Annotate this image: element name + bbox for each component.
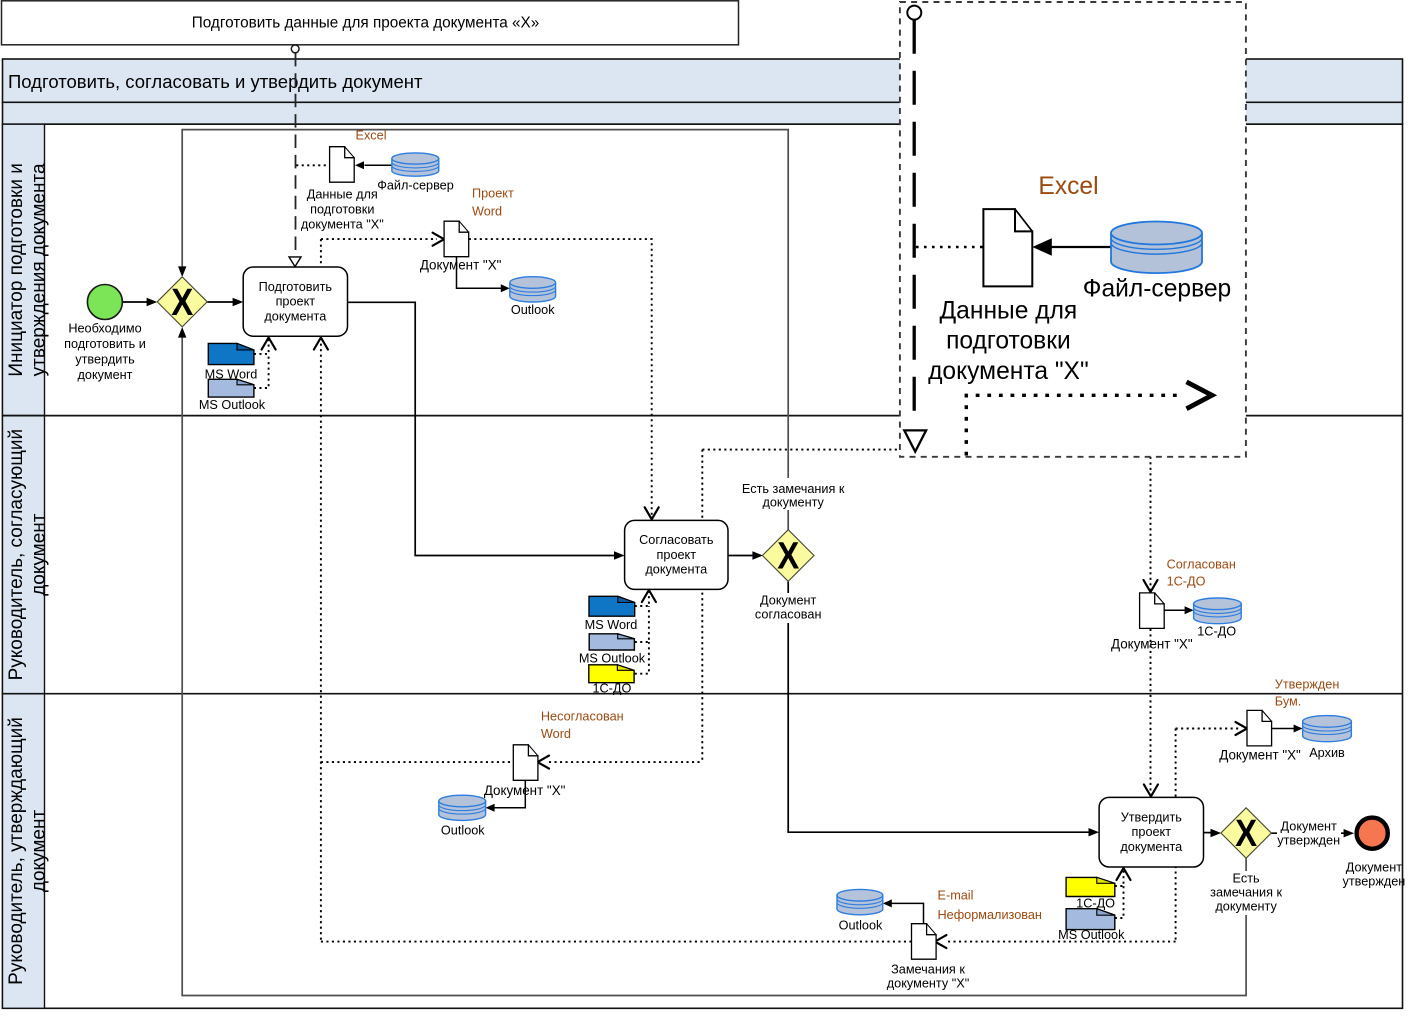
svg-text:утвердить: утвердить (75, 352, 135, 366)
svg-text:Подготовить данные для проекта: Подготовить данные для проекта документа… (192, 15, 540, 32)
svg-text:проект: проект (276, 295, 316, 309)
svg-text:документа: документа (1120, 840, 1183, 854)
svg-text:Несогласован: Несогласован (541, 710, 624, 724)
svg-text:документа "Х": документа "Х" (928, 358, 1089, 385)
svg-text:X: X (1235, 813, 1258, 855)
svg-text:документ: документ (29, 810, 50, 893)
svg-text:Файл-сервер: Файл-сервер (377, 178, 454, 192)
svg-text:Данные для: Данные для (940, 298, 1078, 325)
svg-text:Word: Word (472, 205, 502, 219)
svg-text:Проект: Проект (472, 187, 514, 201)
svg-text:X: X (171, 282, 194, 324)
svg-text:подготовки: подготовки (310, 203, 374, 217)
svg-text:утвержден: утвержден (1342, 875, 1405, 889)
svg-text:MS Word: MS Word (585, 618, 638, 632)
svg-text:1С-ДО: 1С-ДО (592, 682, 631, 696)
svg-text:Руководитель, согласующий: Руководитель, согласующий (6, 429, 27, 681)
svg-text:Outlook: Outlook (839, 919, 883, 933)
svg-text:Есть: Есть (1233, 871, 1260, 885)
svg-text:Документ: Документ (1281, 820, 1337, 834)
svg-text:Согласован: Согласован (1167, 558, 1236, 572)
svg-text:Данные для: Данные для (307, 188, 378, 202)
svg-text:1С-ДО: 1С-ДО (1167, 574, 1206, 588)
svg-text:подготовить и: подготовить и (64, 337, 146, 351)
svg-text:Excel: Excel (355, 128, 386, 142)
svg-text:Документ: Документ (760, 594, 816, 608)
svg-text:X: X (777, 536, 800, 578)
svg-text:Документ "Х": Документ "Х" (484, 783, 566, 798)
svg-text:Архив: Архив (1309, 746, 1345, 760)
svg-text:подготовки: подготовки (946, 328, 1071, 355)
svg-text:Утвержден: Утвержден (1275, 677, 1340, 691)
svg-text:MS Outlook: MS Outlook (579, 652, 646, 666)
svg-text:документу "Х": документу "Х" (887, 977, 969, 991)
svg-text:Excel: Excel (1038, 173, 1098, 200)
svg-text:замечания к: замечания к (1210, 886, 1282, 900)
svg-text:утвержден: утвержден (1277, 834, 1340, 848)
svg-text:Документ "Х": Документ "Х" (1219, 747, 1301, 762)
svg-text:Инициатор подготовки и: Инициатор подготовки и (6, 163, 27, 376)
svg-text:документу: документу (1215, 900, 1277, 914)
svg-text:Есть замечания к: Есть замечания к (742, 482, 845, 496)
svg-text:Согласовать: Согласовать (639, 533, 714, 547)
svg-text:MS Word: MS Word (205, 368, 258, 382)
svg-text:документа: документа (645, 563, 708, 577)
svg-text:Outlook: Outlook (511, 303, 555, 317)
svg-text:Бум.: Бум. (1275, 695, 1302, 709)
svg-text:Word: Word (541, 727, 571, 741)
svg-text:Замечания к: Замечания к (891, 963, 965, 977)
svg-text:Документ "Х": Документ "Х" (1111, 637, 1193, 652)
svg-text:Документ "Х": Документ "Х" (420, 257, 502, 272)
svg-text:E-mail: E-mail (938, 889, 974, 903)
svg-text:документу: документу (762, 496, 824, 510)
svg-text:Outlook: Outlook (441, 824, 485, 838)
svg-text:утверждения документа: утверждения документа (29, 163, 50, 376)
svg-text:Руководитель, утверждающий: Руководитель, утверждающий (6, 717, 27, 985)
svg-text:проект: проект (657, 548, 697, 562)
svg-text:Файл-сервер: Файл-сервер (1083, 276, 1231, 303)
svg-text:проект: проект (1132, 825, 1172, 839)
svg-text:Подготовить, согласовать и утв: Подготовить, согласовать и утвердить док… (8, 71, 423, 92)
svg-text:Неформализован: Неформализован (938, 908, 1042, 922)
svg-text:согласован: согласован (755, 608, 822, 622)
svg-text:1С-ДО: 1С-ДО (1076, 897, 1115, 911)
svg-text:Подготовить: Подготовить (259, 280, 333, 294)
svg-text:1С-ДО: 1С-ДО (1197, 624, 1236, 638)
svg-text:Документ: Документ (1346, 861, 1402, 875)
svg-text:Необходимо: Необходимо (68, 322, 141, 336)
svg-text:документ: документ (78, 368, 133, 382)
svg-text:MS Outlook: MS Outlook (1058, 928, 1125, 942)
svg-text:документа "Х": документа "Х" (301, 218, 384, 232)
svg-text:Утвердить: Утвердить (1121, 810, 1183, 824)
svg-text:MS Outlook: MS Outlook (199, 398, 266, 412)
svg-text:документа: документа (264, 309, 327, 323)
svg-text:документ: документ (29, 513, 50, 596)
